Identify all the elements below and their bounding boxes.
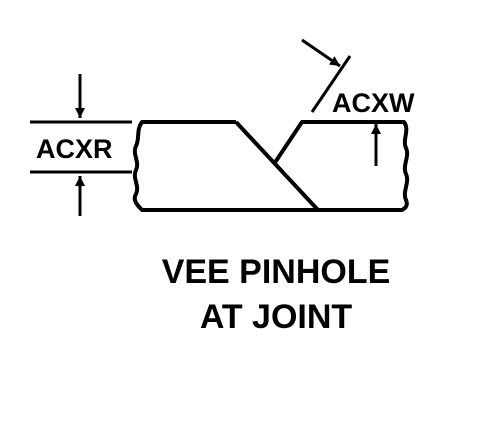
left-plate-outline [132, 120, 318, 212]
acxw-leader-arrow [301, 38, 341, 68]
acxr-label: ACXR [36, 134, 113, 164]
caption-line-2: AT JOINT [200, 298, 353, 336]
left-bevel-line [234, 120, 320, 212]
acxw-leader-line [310, 55, 352, 113]
caption-line-1: VEE PINHOLE [162, 253, 391, 291]
acxw-label: ACXW [332, 88, 415, 118]
right-plate-outline [272, 120, 410, 212]
